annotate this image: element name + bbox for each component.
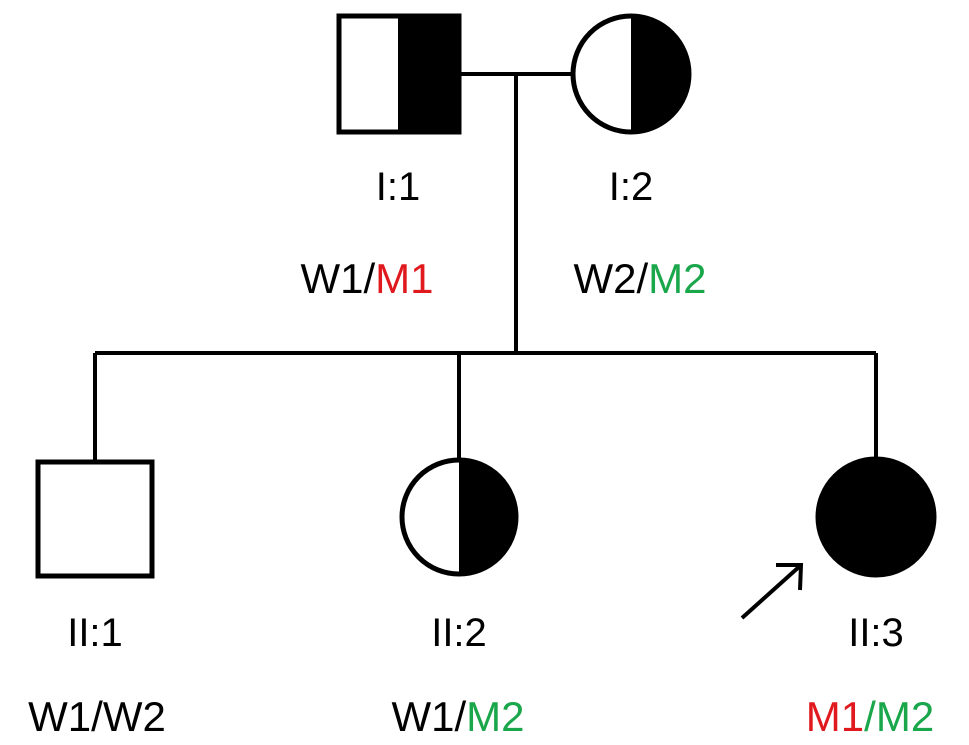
- id-label-ii-3: II:3: [848, 611, 904, 655]
- genotype-ii-1: W1/W2: [28, 693, 166, 740]
- allele-sep: /: [363, 255, 375, 302]
- allele-2: M2: [648, 255, 706, 302]
- individual-ii-1[interactable]: [35, 459, 155, 579]
- genotype-ii-3: M1/M2: [806, 693, 934, 740]
- male-symbol-fill-half: [398, 16, 459, 132]
- id-label-i-1: I:1: [376, 165, 420, 209]
- genotype-i-2: W2/M2: [573, 255, 706, 302]
- allele-1: M1: [806, 693, 864, 740]
- allele-1: W2: [573, 255, 636, 302]
- genotype-ii-2: W1/M2: [391, 693, 524, 740]
- female-symbol: [570, 13, 692, 135]
- individual-ii-3[interactable]: [815, 456, 937, 578]
- male-symbol: [35, 459, 155, 579]
- allele-sep: /: [636, 255, 648, 302]
- female-symbol-affected: [815, 456, 937, 578]
- male-symbol: [336, 13, 462, 135]
- female-symbol: [399, 457, 519, 577]
- allele-2: M2: [466, 693, 524, 740]
- allele-2: M1: [375, 255, 433, 302]
- allele-1: W1: [28, 693, 91, 740]
- id-label-ii-2: II:2: [431, 611, 487, 655]
- allele-sep: /: [864, 693, 876, 740]
- allele-1: W1: [300, 255, 363, 302]
- individual-i-1[interactable]: [336, 13, 462, 135]
- allele-sep: /: [91, 693, 103, 740]
- id-label-i-2: I:2: [609, 165, 653, 209]
- female-symbol-fill-half: [631, 16, 689, 132]
- id-label-ii-1: II:1: [67, 611, 123, 655]
- individual-ii-2[interactable]: [399, 457, 519, 577]
- proband-arrow-icon: [740, 563, 804, 620]
- allele-1: W1: [391, 693, 454, 740]
- allele-2: M2: [876, 693, 934, 740]
- allele-sep: /: [454, 693, 466, 740]
- female-symbol-fill-half: [459, 460, 516, 574]
- pedigree-lines: [93, 72, 878, 462]
- allele-2: W2: [103, 693, 166, 740]
- genotype-i-1: W1/M1: [300, 255, 433, 302]
- individual-i-2[interactable]: [570, 13, 692, 135]
